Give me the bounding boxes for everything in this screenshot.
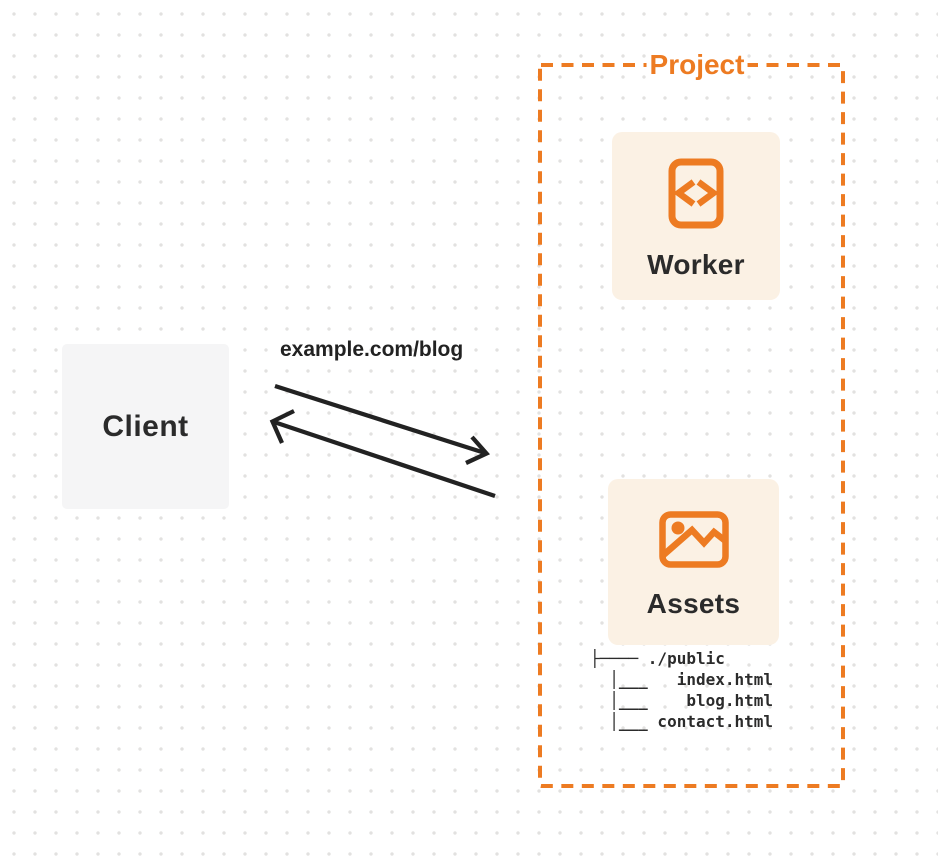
- assets-label: Assets: [646, 588, 741, 619]
- code-document-icon: [668, 158, 724, 229]
- worker-label: Worker: [647, 249, 745, 280]
- tree-line-contact: │___ contact.html: [590, 712, 774, 731]
- tree-line-blog: │___ blog.html: [590, 691, 774, 710]
- worker-node: Worker: [612, 132, 780, 300]
- assets-node: Assets: [608, 479, 779, 645]
- tree-line-index: │___ index.html: [590, 670, 774, 689]
- assets-file-tree: ├──── ./public │___ index.html │___ blog…: [590, 648, 773, 732]
- image-icon: [658, 511, 729, 568]
- client-node: Client: [62, 344, 229, 509]
- project-label: Project: [646, 50, 748, 79]
- request-arrow: [274, 383, 491, 465]
- response-arrow: [269, 409, 496, 499]
- tree-line-public: ├──── ./public: [590, 649, 725, 668]
- request-url-label: example.com/blog: [280, 338, 464, 361]
- client-label: Client: [102, 409, 189, 443]
